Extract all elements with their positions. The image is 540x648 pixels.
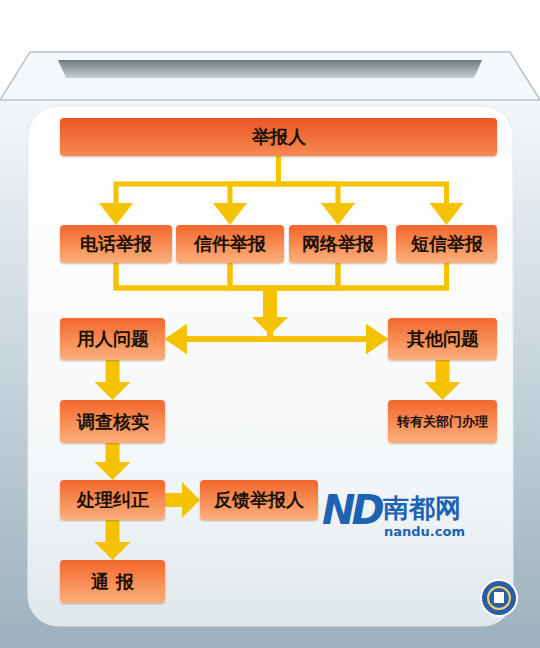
arrow-shaft (106, 443, 120, 463)
box-label: 短信举报 (411, 232, 483, 256)
arrow-shaft (230, 263, 367, 339)
arrow-head (366, 324, 388, 354)
flow-arrow (95, 443, 131, 480)
box-label: 网络举报 (302, 232, 374, 256)
box-label: 转有关部门办理 (397, 413, 488, 431)
site-url: nandu.com (384, 524, 465, 539)
arrow-shaft (270, 263, 367, 339)
box-label: 处理纠正 (77, 488, 149, 512)
arrow-head (321, 203, 355, 225)
arrow-shaft (230, 156, 279, 204)
flow-arrow (279, 156, 356, 225)
box-slot (58, 60, 482, 78)
flow-arrow (99, 156, 279, 225)
site-name: 南都网 (383, 491, 461, 526)
report-channel-box: 网络举报 (289, 225, 387, 263)
box-label: 信件举报 (194, 232, 266, 256)
flow-arrow (95, 520, 131, 560)
process-box: 处理纠正 (60, 480, 165, 520)
box-lid (0, 52, 540, 100)
emblem (481, 580, 517, 616)
report-channel-box: 短信举报 (396, 225, 497, 263)
merge-arrow (252, 290, 288, 335)
arrow-shaft (165, 493, 183, 507)
arrow-head (430, 203, 464, 225)
box-body (0, 98, 540, 648)
arrow-shaft (186, 263, 338, 339)
arrow-head (95, 542, 131, 560)
arrow-shaft (106, 360, 120, 383)
arrow-head (366, 324, 388, 354)
arrow-shaft (116, 156, 279, 204)
box-label: 其他问题 (407, 327, 479, 351)
arrow-head (165, 324, 187, 354)
box-label: 举报人 (252, 125, 306, 149)
arrow-head (95, 462, 131, 480)
process-box: 反馈举报人 (200, 480, 318, 520)
process-box: 调查核实 (60, 400, 165, 443)
report-channel-box: 信件举报 (176, 225, 284, 263)
arrow-head (182, 482, 200, 518)
head-box: 举报人 (60, 118, 497, 156)
arrow-head (165, 324, 187, 354)
category-box: 用人问题 (60, 318, 165, 360)
process-box: 转有关部门办理 (388, 400, 497, 443)
box-label: 通 报 (91, 570, 133, 594)
arrow-shaft (279, 156, 447, 204)
box-label: 用人问题 (77, 327, 149, 351)
box-label: 反馈举报人 (214, 488, 304, 512)
flow-arrow (213, 156, 279, 225)
arrow-head (366, 324, 388, 354)
report-channel-box: 电话举报 (60, 225, 172, 263)
flow-arrow (279, 156, 464, 225)
arrow-head (165, 324, 187, 354)
flow-arrow (425, 360, 461, 400)
inner-panel (28, 106, 513, 626)
arrow-head (425, 382, 461, 400)
flow-arrow (165, 482, 200, 518)
arrow-head (366, 324, 388, 354)
arrow-head (165, 324, 187, 354)
arrow-shaft (106, 520, 120, 543)
flow-arrow (95, 360, 131, 400)
arrow-shaft (279, 156, 339, 204)
arrow-head (95, 382, 131, 400)
arrow-shaft (436, 360, 450, 383)
box-label: 调查核实 (77, 410, 149, 434)
arrow-head (213, 203, 247, 225)
category-box: 其他问题 (388, 318, 497, 360)
logo-mark: ND (322, 487, 381, 533)
box-label: 电话举报 (80, 232, 152, 256)
process-box: 通 报 (60, 560, 165, 603)
arrow-head (99, 203, 133, 225)
